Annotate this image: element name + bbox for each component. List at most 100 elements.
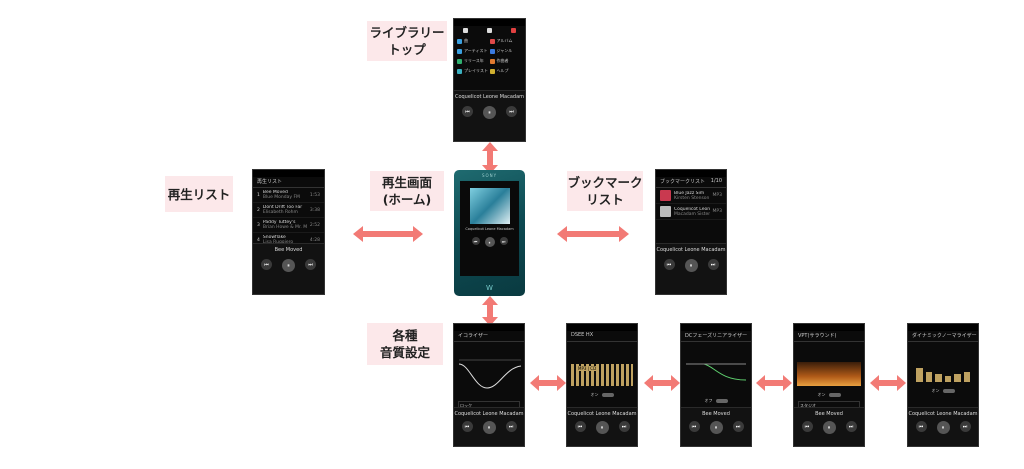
next-button[interactable]: ⏭	[505, 421, 517, 432]
bookmark-row-sub: Kirsten Stenson	[674, 195, 710, 201]
library-item-label: アーティスト	[464, 48, 488, 53]
pause-button[interactable]: ⏸	[595, 421, 609, 434]
status-bar	[908, 324, 978, 331]
pause-button[interactable]: ⏸	[482, 421, 496, 434]
playlist-row-sub: Brian Howe & Mr. Meathead	[262, 225, 307, 230]
status-bar	[454, 19, 525, 26]
library-item-icon	[457, 58, 462, 64]
arrow-left-right-playlist	[353, 226, 423, 242]
status-bar	[567, 324, 637, 331]
store-icon	[463, 28, 469, 33]
next-button[interactable]: ⏭	[732, 421, 744, 432]
playlist-row-title: Paddy Tuttey's	[262, 220, 296, 225]
prev-button[interactable]: ⏮	[261, 259, 272, 270]
walkman-logo: W	[486, 284, 493, 292]
label-library-top-line1: ライブラリー	[369, 25, 445, 40]
setting-toggle[interactable]: オン	[794, 392, 864, 398]
pause-button[interactable]: ⏸	[936, 421, 950, 434]
next-button[interactable]: ⏭	[305, 259, 316, 270]
label-sound-settings-line1: 各種	[392, 328, 418, 343]
bookmark-row-title: Blue Jazz Sim	[674, 190, 705, 196]
playlist-row-sub: Elisabeth Rohm	[262, 210, 298, 215]
next-button[interactable]: ⏭	[618, 421, 630, 432]
library-item-icon	[489, 58, 495, 64]
prev-button[interactable]: ⏮	[915, 421, 927, 432]
library-item[interactable]: アーティスト	[457, 48, 490, 54]
library-item-label: プレイリスト	[464, 68, 488, 73]
setting-toggle[interactable]: オン	[908, 388, 978, 394]
prev-button[interactable]: ⏮	[663, 259, 675, 270]
track-title: Coquelicot Leone Macadam	[454, 94, 525, 100]
pause-button[interactable]: ⏸	[709, 421, 723, 434]
label-sound-settings: 各種 音質設定	[367, 323, 443, 365]
prev-button[interactable]: ⏮	[574, 421, 586, 432]
library-item[interactable]: ヘルプ	[489, 68, 523, 74]
arrow-left-right-eq-1	[530, 375, 566, 391]
bookmark-page: 1/10	[710, 178, 722, 184]
label-sound-settings-line2: 音質設定	[379, 345, 430, 360]
bookmark-art	[660, 190, 671, 201]
screen-library-top: 曲 アルバムアーティストジャンルリリース年作曲者プレイリストヘルプ Coqueli…	[453, 18, 526, 142]
brand-logo: SONY	[481, 173, 498, 178]
library-item[interactable]: 作曲者	[489, 58, 523, 64]
pause-button[interactable]: ⏸	[684, 259, 698, 272]
toggle-label: オン	[817, 392, 826, 397]
library-item-icon	[489, 38, 495, 44]
status-bar	[253, 170, 324, 177]
pause-button[interactable]: ⏸	[822, 421, 836, 434]
library-item[interactable]: リリース年	[457, 58, 490, 64]
chat-icon	[486, 28, 492, 33]
library-grid: 曲 アルバムアーティストジャンルリリース年作曲者プレイリストヘルプ	[454, 36, 525, 76]
library-item[interactable]: ジャンル	[489, 48, 523, 54]
library-item[interactable]: アルバム	[489, 38, 523, 44]
pause-button[interactable]: ⏸	[484, 237, 495, 247]
track-title: Bee Moved	[702, 411, 730, 417]
pause-button[interactable]: ⏸	[282, 259, 295, 272]
prev-button[interactable]: ⏮	[801, 421, 813, 432]
library-item[interactable]: プレイリスト	[457, 68, 490, 74]
next-button[interactable]: ⏭	[707, 259, 719, 270]
setting-toggle[interactable]: オン	[567, 392, 637, 398]
playlist-row-sub: Blue Monday FM	[262, 195, 300, 200]
dsee-chip: MP3 | CD	[577, 366, 598, 371]
prev-button[interactable]: ⏮	[461, 421, 473, 432]
prev-button[interactable]: ⏮	[471, 237, 480, 245]
next-button[interactable]: ⏭	[499, 237, 508, 245]
label-bookmark-list-line2: リスト	[586, 192, 624, 207]
label-play-screen-line2: (ホーム)	[382, 192, 432, 207]
library-item[interactable]: 曲	[457, 38, 490, 44]
now-playing-bar: Coquelicot Leone Macadam⏮⏸⏭	[567, 407, 637, 446]
arrow-left-right-bookmark	[557, 226, 629, 242]
library-item-icon	[457, 68, 462, 74]
track-title: Bee Moved	[274, 247, 303, 253]
playlist-header: 再生リスト	[253, 177, 324, 188]
arrow-left-right-eq-4	[870, 375, 906, 391]
pause-button[interactable]: ⏸	[483, 106, 496, 119]
setting-toggle[interactable]: オフ	[681, 398, 751, 404]
next-button[interactable]: ⏭	[845, 421, 857, 432]
next-button[interactable]: ⏭	[959, 421, 971, 432]
library-item-label: リリース年	[464, 58, 484, 63]
prev-button[interactable]: ⏮	[688, 421, 700, 432]
library-item-icon	[457, 48, 462, 54]
library-item-label: 曲	[464, 38, 468, 43]
vpt-hall-image	[797, 362, 861, 386]
next-button[interactable]: ⏭	[506, 106, 517, 117]
phase-curve	[686, 363, 747, 381]
now-playing-bar: Coquelicot Leone Macadam⏮⏸⏭	[454, 407, 524, 446]
album-art	[469, 188, 510, 224]
playlist-row-title: Bee Moved	[262, 190, 288, 195]
prev-button[interactable]: ⏮	[462, 106, 473, 117]
library-item-icon	[457, 38, 462, 44]
library-top-icons	[454, 26, 525, 36]
